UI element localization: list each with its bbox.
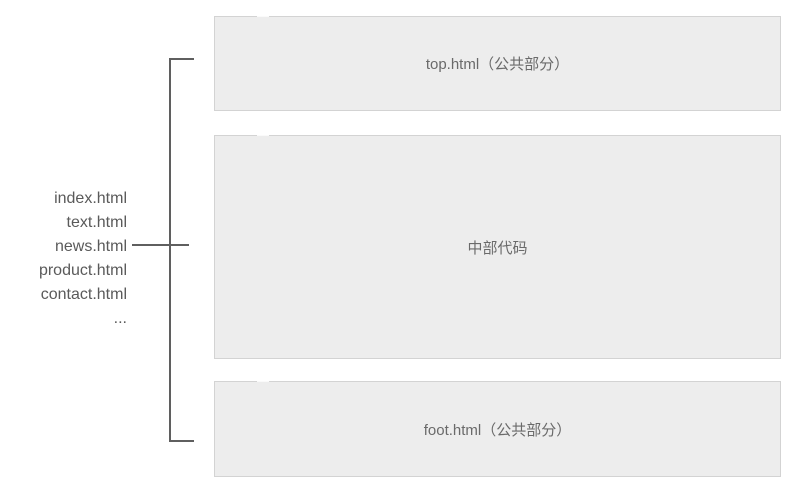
- file-list-item-contact: contact.html: [40, 286, 127, 303]
- file-list-item-text: text.html: [66, 214, 127, 231]
- file-list-item-ellipsis: ...: [113, 310, 127, 327]
- file-list: index.html text.html news.html product.h…: [10, 187, 127, 331]
- bracket-top-tick: [169, 58, 194, 60]
- box-top-html-label: top.html（公共部分）: [425, 56, 570, 73]
- bracket-bottom-tick: [169, 440, 194, 442]
- box-foot-html-label: foot.html（公共部分）: [423, 421, 572, 439]
- file-list-item-news: news.html: [54, 238, 127, 255]
- bracket-vertical-line: [169, 58, 171, 442]
- connector-line-from-news: [132, 244, 189, 246]
- box-middle-code: 中部代码: [214, 135, 781, 359]
- box-middle-code-label: 中部代码: [467, 239, 528, 257]
- box-top-html: top.html（公共部分）: [214, 16, 781, 111]
- file-list-item-index: index.html: [54, 190, 127, 207]
- box-foot-html: foot.html（公共部分）: [214, 381, 781, 477]
- file-list-item-product: product.html: [38, 262, 127, 279]
